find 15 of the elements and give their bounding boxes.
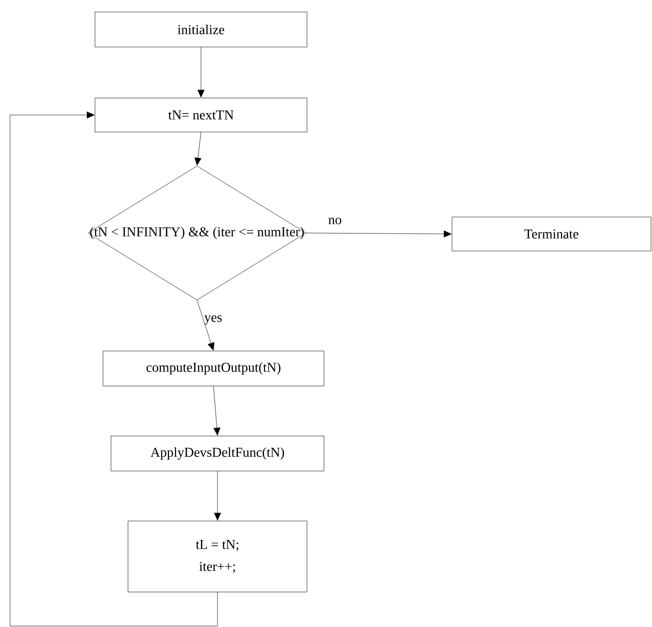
arrow xyxy=(194,132,202,166)
process-box: Terminate xyxy=(452,216,652,252)
process-box: tL = tN; iter++; xyxy=(128,520,308,592)
arrow xyxy=(196,300,214,351)
arrow xyxy=(214,471,221,520)
arrow xyxy=(10,112,218,626)
process-box: computeInputOutput(tN) xyxy=(102,350,324,386)
process-box: initialize xyxy=(94,12,308,48)
arrow xyxy=(198,47,204,98)
process-box: ApplyDevsDeltFunc(tN) xyxy=(110,436,324,472)
edge-label: yes xyxy=(204,315,222,325)
process-box: tN= nextTN xyxy=(94,98,308,132)
arrow xyxy=(213,386,220,436)
edge-label: no xyxy=(328,218,342,224)
arrow xyxy=(306,230,452,238)
